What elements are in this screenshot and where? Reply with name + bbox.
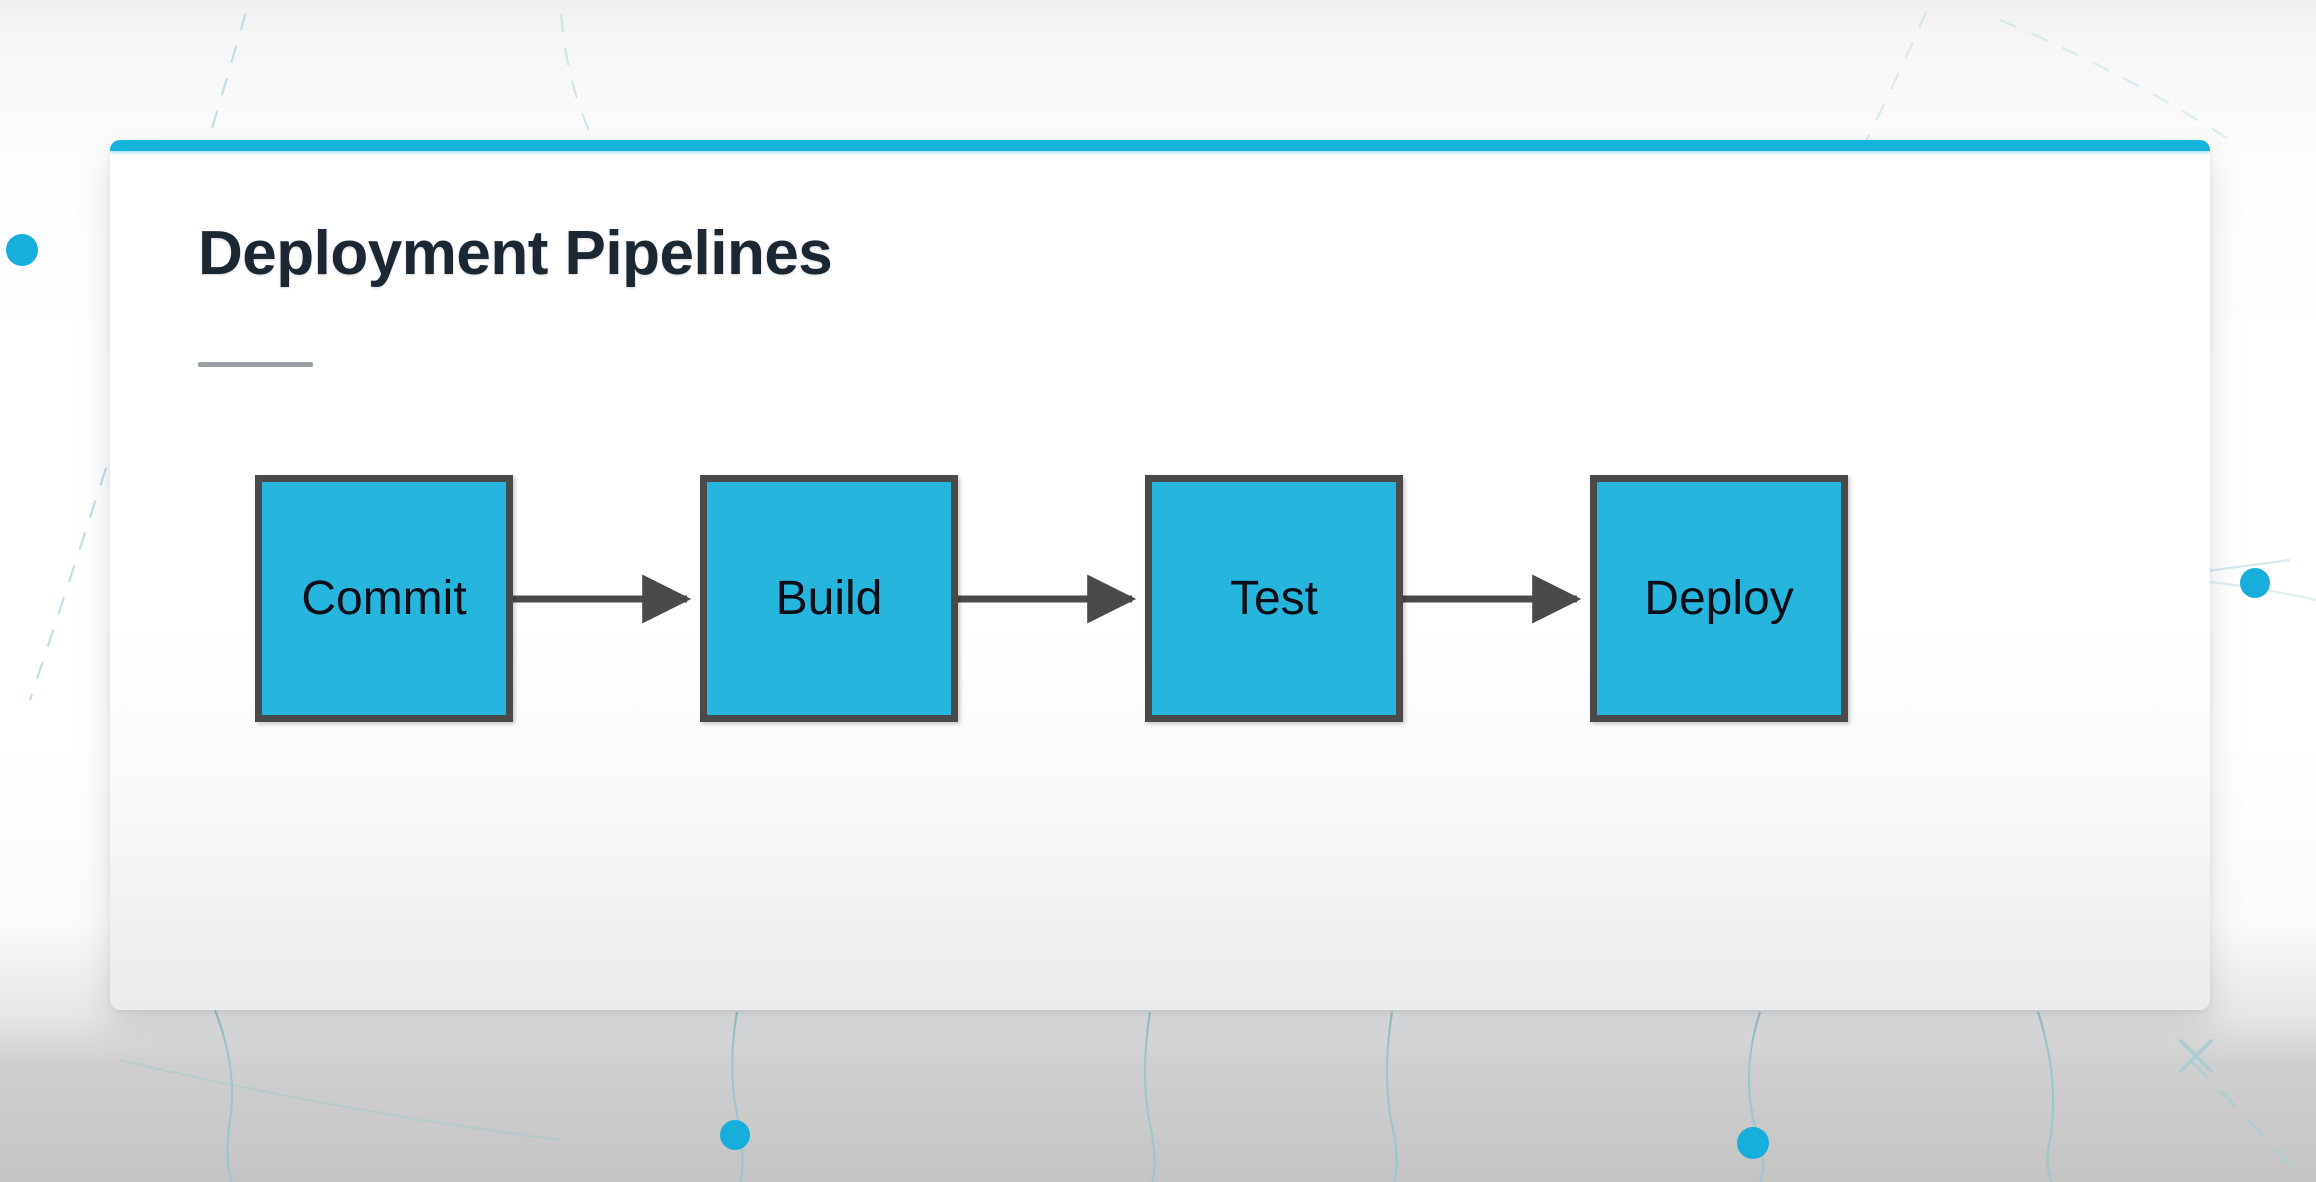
flow-node-deploy[interactable]: Deploy xyxy=(1590,475,1848,722)
flow-connectors xyxy=(513,574,1582,624)
flow-node-test[interactable]: Test xyxy=(1145,475,1403,722)
flow-node-build[interactable]: Build xyxy=(700,475,958,722)
decor-dot xyxy=(6,234,38,266)
card-accent-bar xyxy=(110,140,2210,151)
flow-node-label: Deploy xyxy=(1644,571,1794,625)
flow-node-label: Build xyxy=(775,571,883,625)
flow-node-label: Commit xyxy=(301,571,467,625)
pipeline-flow-diagram: Commit Build Test Deploy xyxy=(255,470,2095,730)
title-underline xyxy=(198,362,313,367)
decor-dot xyxy=(2240,568,2270,598)
flow-node-commit[interactable]: Commit xyxy=(255,475,513,722)
flow-node-label: Test xyxy=(1229,571,1319,625)
decor-dot xyxy=(1737,1127,1769,1159)
page-title: Deployment Pipelines xyxy=(198,219,833,288)
decor-dot xyxy=(720,1120,750,1150)
slide-card: Deployment Pipelines Commit xyxy=(110,140,2210,1010)
